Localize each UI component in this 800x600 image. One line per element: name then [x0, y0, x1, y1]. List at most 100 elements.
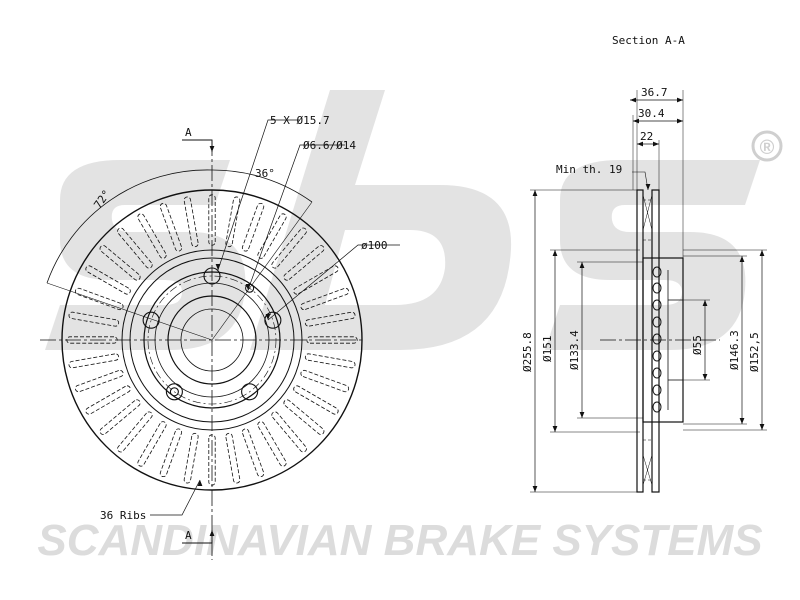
hub-hole: [652, 282, 662, 294]
center-bore: [167, 295, 257, 385]
registered-mark-logo: ®: [751, 130, 783, 162]
rib: [300, 287, 350, 311]
arrow-head: [759, 250, 765, 256]
arrow-head: [579, 262, 585, 268]
rib: [99, 399, 141, 435]
hub-outer-ring: [129, 257, 295, 423]
hub-hole: [652, 384, 662, 396]
section-marker-top: A: [185, 126, 192, 139]
hub-hole-callout-leader: [247, 144, 345, 291]
rib: [137, 421, 167, 467]
dia-146-3: Ø146.3: [728, 330, 741, 370]
hub-hole: [652, 401, 662, 413]
hub-hole: [652, 350, 662, 362]
rib: [300, 369, 350, 393]
dia-133-4: Ø133.4: [568, 330, 581, 370]
vent-fill-upper: [642, 194, 653, 231]
rib: [85, 385, 131, 415]
arrow-head: [759, 424, 765, 430]
arrow-head: [677, 97, 683, 103]
hub-step-ring: [154, 282, 270, 398]
center-bore-inner: [180, 308, 244, 372]
rib: [225, 196, 241, 248]
pcd-callout: ø100: [361, 239, 388, 252]
rib: [304, 311, 356, 327]
arrow-head: [702, 374, 708, 380]
arrow-head: [552, 426, 558, 432]
arrow-head: [265, 314, 271, 320]
front-view-labels: 5 X Ø15.7 Ø6.6/Ø14 ø100 36° 72° 36 Ribs …: [91, 114, 387, 542]
section-marker-bottom: A: [185, 529, 192, 542]
bolt-hole: [241, 383, 259, 401]
hub-hole: [652, 299, 662, 311]
disc-inner-friction-edge: [121, 249, 303, 431]
rib: [117, 227, 153, 269]
vent-fill-lower: [642, 454, 653, 486]
arrow-head: [653, 141, 659, 147]
hub-hole-callout: Ø6.6/Ø14: [303, 139, 356, 152]
rib: [293, 265, 339, 295]
rib: [183, 432, 199, 484]
dia-55: Ø55: [691, 335, 704, 355]
section-view: [530, 90, 767, 493]
rib: [66, 336, 118, 344]
dim-22: 22: [640, 130, 653, 143]
arrow-head: [552, 250, 558, 256]
watermark-letter-s-left: [45, 160, 246, 350]
ribs-callout: 36 Ribs: [100, 509, 146, 522]
dia-152-5: Ø152,5: [748, 332, 761, 372]
arrow-head: [579, 412, 585, 418]
arrow-head: [245, 284, 251, 290]
bolt-hole-callout: 5 X Ø15.7: [270, 114, 330, 127]
arrow-head: [532, 486, 538, 492]
angle-36-leader: [211, 201, 313, 341]
hub-hole: [652, 367, 662, 379]
hub-hole-section: [652, 266, 662, 413]
sbs-watermark-logo: [45, 90, 760, 350]
inner-friction-plate: [651, 189, 660, 493]
rib: [241, 428, 265, 478]
bolt-hole: [142, 311, 160, 329]
min-thickness: Min th. 19: [556, 163, 622, 176]
bolt-callout-leader: [217, 119, 300, 271]
rib: [85, 265, 131, 295]
rib: [283, 399, 325, 435]
section-marker-top-arrow: [182, 139, 213, 152]
arrow-head: [739, 256, 745, 262]
dim-36-7: 36.7: [641, 86, 668, 99]
rib: [117, 411, 153, 453]
disc-outer-edge: [61, 189, 363, 491]
arrow-head: [739, 418, 745, 424]
hub-hat: [642, 257, 684, 423]
arrow-head: [637, 141, 643, 147]
rib: [159, 202, 183, 252]
hub-hole: [652, 266, 662, 278]
arrow-head: [630, 97, 636, 103]
dim-30-4: 30.4: [638, 107, 665, 120]
section-title: Section A-A: [612, 34, 685, 47]
rib: [304, 353, 356, 369]
bolt-hole: [203, 267, 221, 285]
brand-wordmark: SCANDINAVIAN BRAKE SYSTEMS: [37, 516, 762, 565]
arrow-head: [209, 146, 215, 152]
registered-mark: ®: [760, 137, 775, 159]
section-view-labels: 36.7 30.4 22 Min th. 19 Ø255.8 Ø151 Ø133…: [521, 86, 761, 372]
ribs-callout-leader: [150, 479, 201, 516]
arrow-head: [702, 300, 708, 306]
hub-hole: [652, 333, 662, 345]
rib: [159, 428, 183, 478]
angle-36-label: 36°: [255, 167, 275, 180]
bolt-hole: [165, 383, 183, 401]
rib: [68, 353, 120, 369]
arrow-head: [532, 190, 538, 196]
arrow-head: [197, 480, 203, 486]
watermark-letter-b: [250, 90, 512, 350]
arrow-head: [633, 118, 639, 124]
hub-hole: [652, 316, 662, 328]
bolt-holes: [142, 267, 282, 401]
rib: [225, 432, 241, 484]
rib: [257, 213, 287, 259]
arrow-head: [215, 264, 221, 270]
